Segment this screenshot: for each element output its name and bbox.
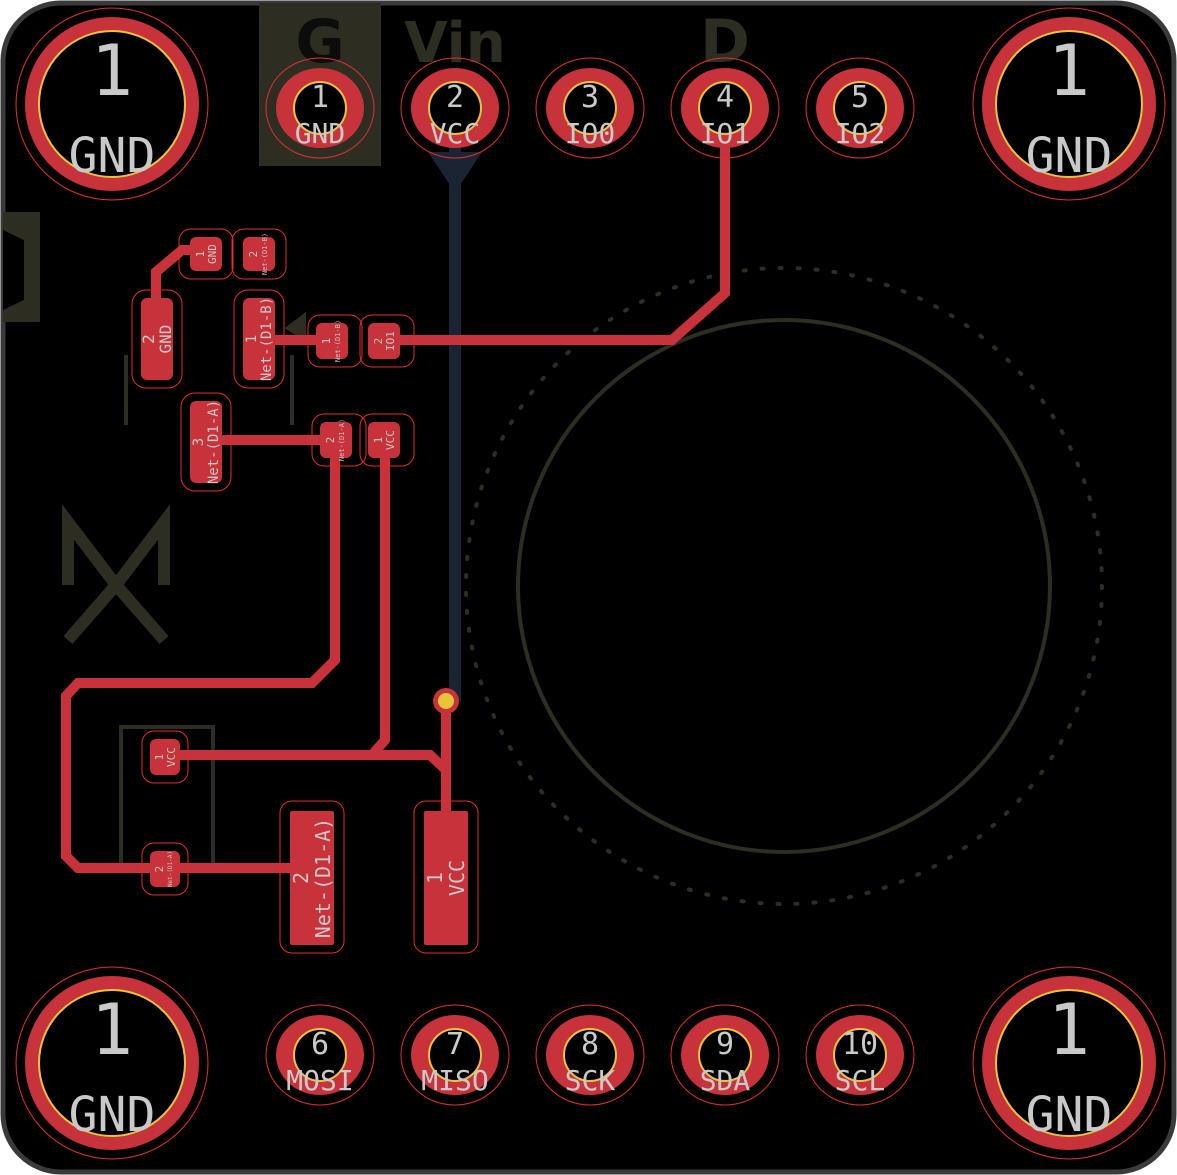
smd-pad-c1-2: 2Net-(D1-A) [311, 413, 367, 467]
mounting-hole-net: GND [1026, 1087, 1113, 1143]
pad-label: 3Net-(D1-A) [191, 400, 222, 484]
pin-number: 7 [446, 1027, 464, 1062]
smd-pad-q-1: 1Net-(D1-B) [233, 289, 285, 389]
mounting-hole-tr: 1 GND [972, 7, 1166, 201]
mounting-hole-number: 1 [91, 989, 133, 1071]
pin-number: 4 [716, 80, 734, 115]
mounting-hole-net: GND [69, 1087, 156, 1143]
smd-pad-m-2: 2Net-(D1-A) [279, 800, 345, 954]
smd-pad-d1-1: 1VCC [141, 730, 189, 784]
pin-net: SCL [835, 1064, 886, 1097]
smd-pad-c1-1: 1VCC [359, 413, 415, 467]
mounting-hole-number: 1 [1048, 989, 1090, 1071]
pin-net: IO0 [565, 117, 616, 150]
pin-number: 6 [311, 1027, 329, 1062]
smd-pad-r2-2: 2IO1 [359, 314, 415, 368]
pin-net: MOSI [286, 1064, 353, 1097]
pin-number: 8 [581, 1027, 599, 1062]
diode-silk-glyph [62, 504, 170, 644]
pad-label: 1VCC [153, 747, 178, 767]
header-pin-8: 8 SCK [535, 1004, 645, 1106]
pad-label: 2Net-(D1-A) [324, 419, 346, 461]
pin-number: 1 [311, 80, 329, 115]
pad-label: 1Net-(D1-B) [244, 297, 275, 381]
pad-label: 1VCC [372, 430, 397, 450]
trace-net-d1a [61, 440, 340, 873]
header-pin-9: 9 SDA [670, 1004, 780, 1106]
header-pin-3: 3 IO0 [535, 57, 645, 159]
buzzer-silk-outline [516, 318, 1052, 854]
vcc-via-drill [438, 693, 454, 709]
pad-label: 1Net-(D1-B) [320, 320, 342, 362]
header-pin-5: 5 IO2 [805, 57, 915, 159]
transistor-silk [124, 312, 306, 425]
smd-pad-m-1: 1VCC [413, 800, 479, 954]
silk-label-vin: Vin [404, 11, 505, 76]
mounting-hole-number: 1 [91, 30, 133, 112]
pin-net: IO2 [835, 117, 886, 150]
pad-label: 2Net-(D1-A) [289, 818, 335, 938]
mounting-hole-tl: 1 GND [15, 7, 209, 201]
pin-number: 3 [581, 80, 599, 115]
trace-vcc-c1 [165, 440, 390, 760]
pad-label: 2IO1 [372, 331, 397, 351]
edge-notch-inner [3, 230, 24, 310]
smd-pad-r2-1: 1Net-(D1-B) [307, 314, 363, 368]
pin-net: SCK [565, 1064, 616, 1097]
back-copper-teardrop [428, 152, 482, 188]
pin-number: 2 [446, 80, 464, 115]
smd-pad-q-3: 3Net-(D1-A) [180, 392, 232, 492]
pin-net: SDA [700, 1064, 751, 1097]
pin-number: 9 [716, 1027, 734, 1062]
header-pin-6: 6 MOSI [265, 1004, 375, 1106]
pin-net: GND [295, 117, 346, 150]
trace-io1 [390, 100, 730, 345]
pad-label: 2Net-(D1-A) [153, 851, 174, 887]
mounting-hole-net: GND [69, 128, 156, 184]
header-pin-2: 2 VCC [400, 57, 510, 159]
pin-net: VCC [430, 117, 481, 150]
mounting-hole-bl: 1 GND [15, 966, 209, 1160]
header-pin-7: 7 MISO [400, 1004, 510, 1106]
silk-label-g: G [295, 7, 344, 77]
header-pin-1: 1 GND [265, 57, 375, 159]
mounting-hole-number: 1 [1048, 30, 1090, 112]
smd-pad-q-2: 2GND [131, 289, 183, 389]
buzzer-courtyard [464, 266, 1104, 906]
pad-label: 2GND [139, 325, 175, 354]
header-pin-10: 10 SCL [805, 1004, 915, 1106]
mounting-hole-br: 1 GND [972, 966, 1166, 1160]
pin-net: MISO [421, 1064, 488, 1097]
smd-pad-r1-2: 2Net-(D1-B) [231, 228, 287, 280]
silk-label-d: D [700, 7, 750, 77]
pad-label: 1GND [194, 244, 219, 264]
header-pin-4: 4 IO1 [670, 57, 780, 159]
smd-pad-d1-2: 2Net-(D1-A) [141, 842, 189, 896]
pad-label: 2Net-(D1-B) [247, 233, 269, 275]
smd-pad-r1-1: 1GND [178, 228, 234, 280]
mounting-hole-net: GND [1026, 128, 1113, 184]
pin-number: 5 [851, 80, 869, 115]
pin-number: 10 [842, 1027, 878, 1062]
pad-label: 1VCC [423, 860, 469, 896]
pin-net: IO1 [700, 117, 751, 150]
